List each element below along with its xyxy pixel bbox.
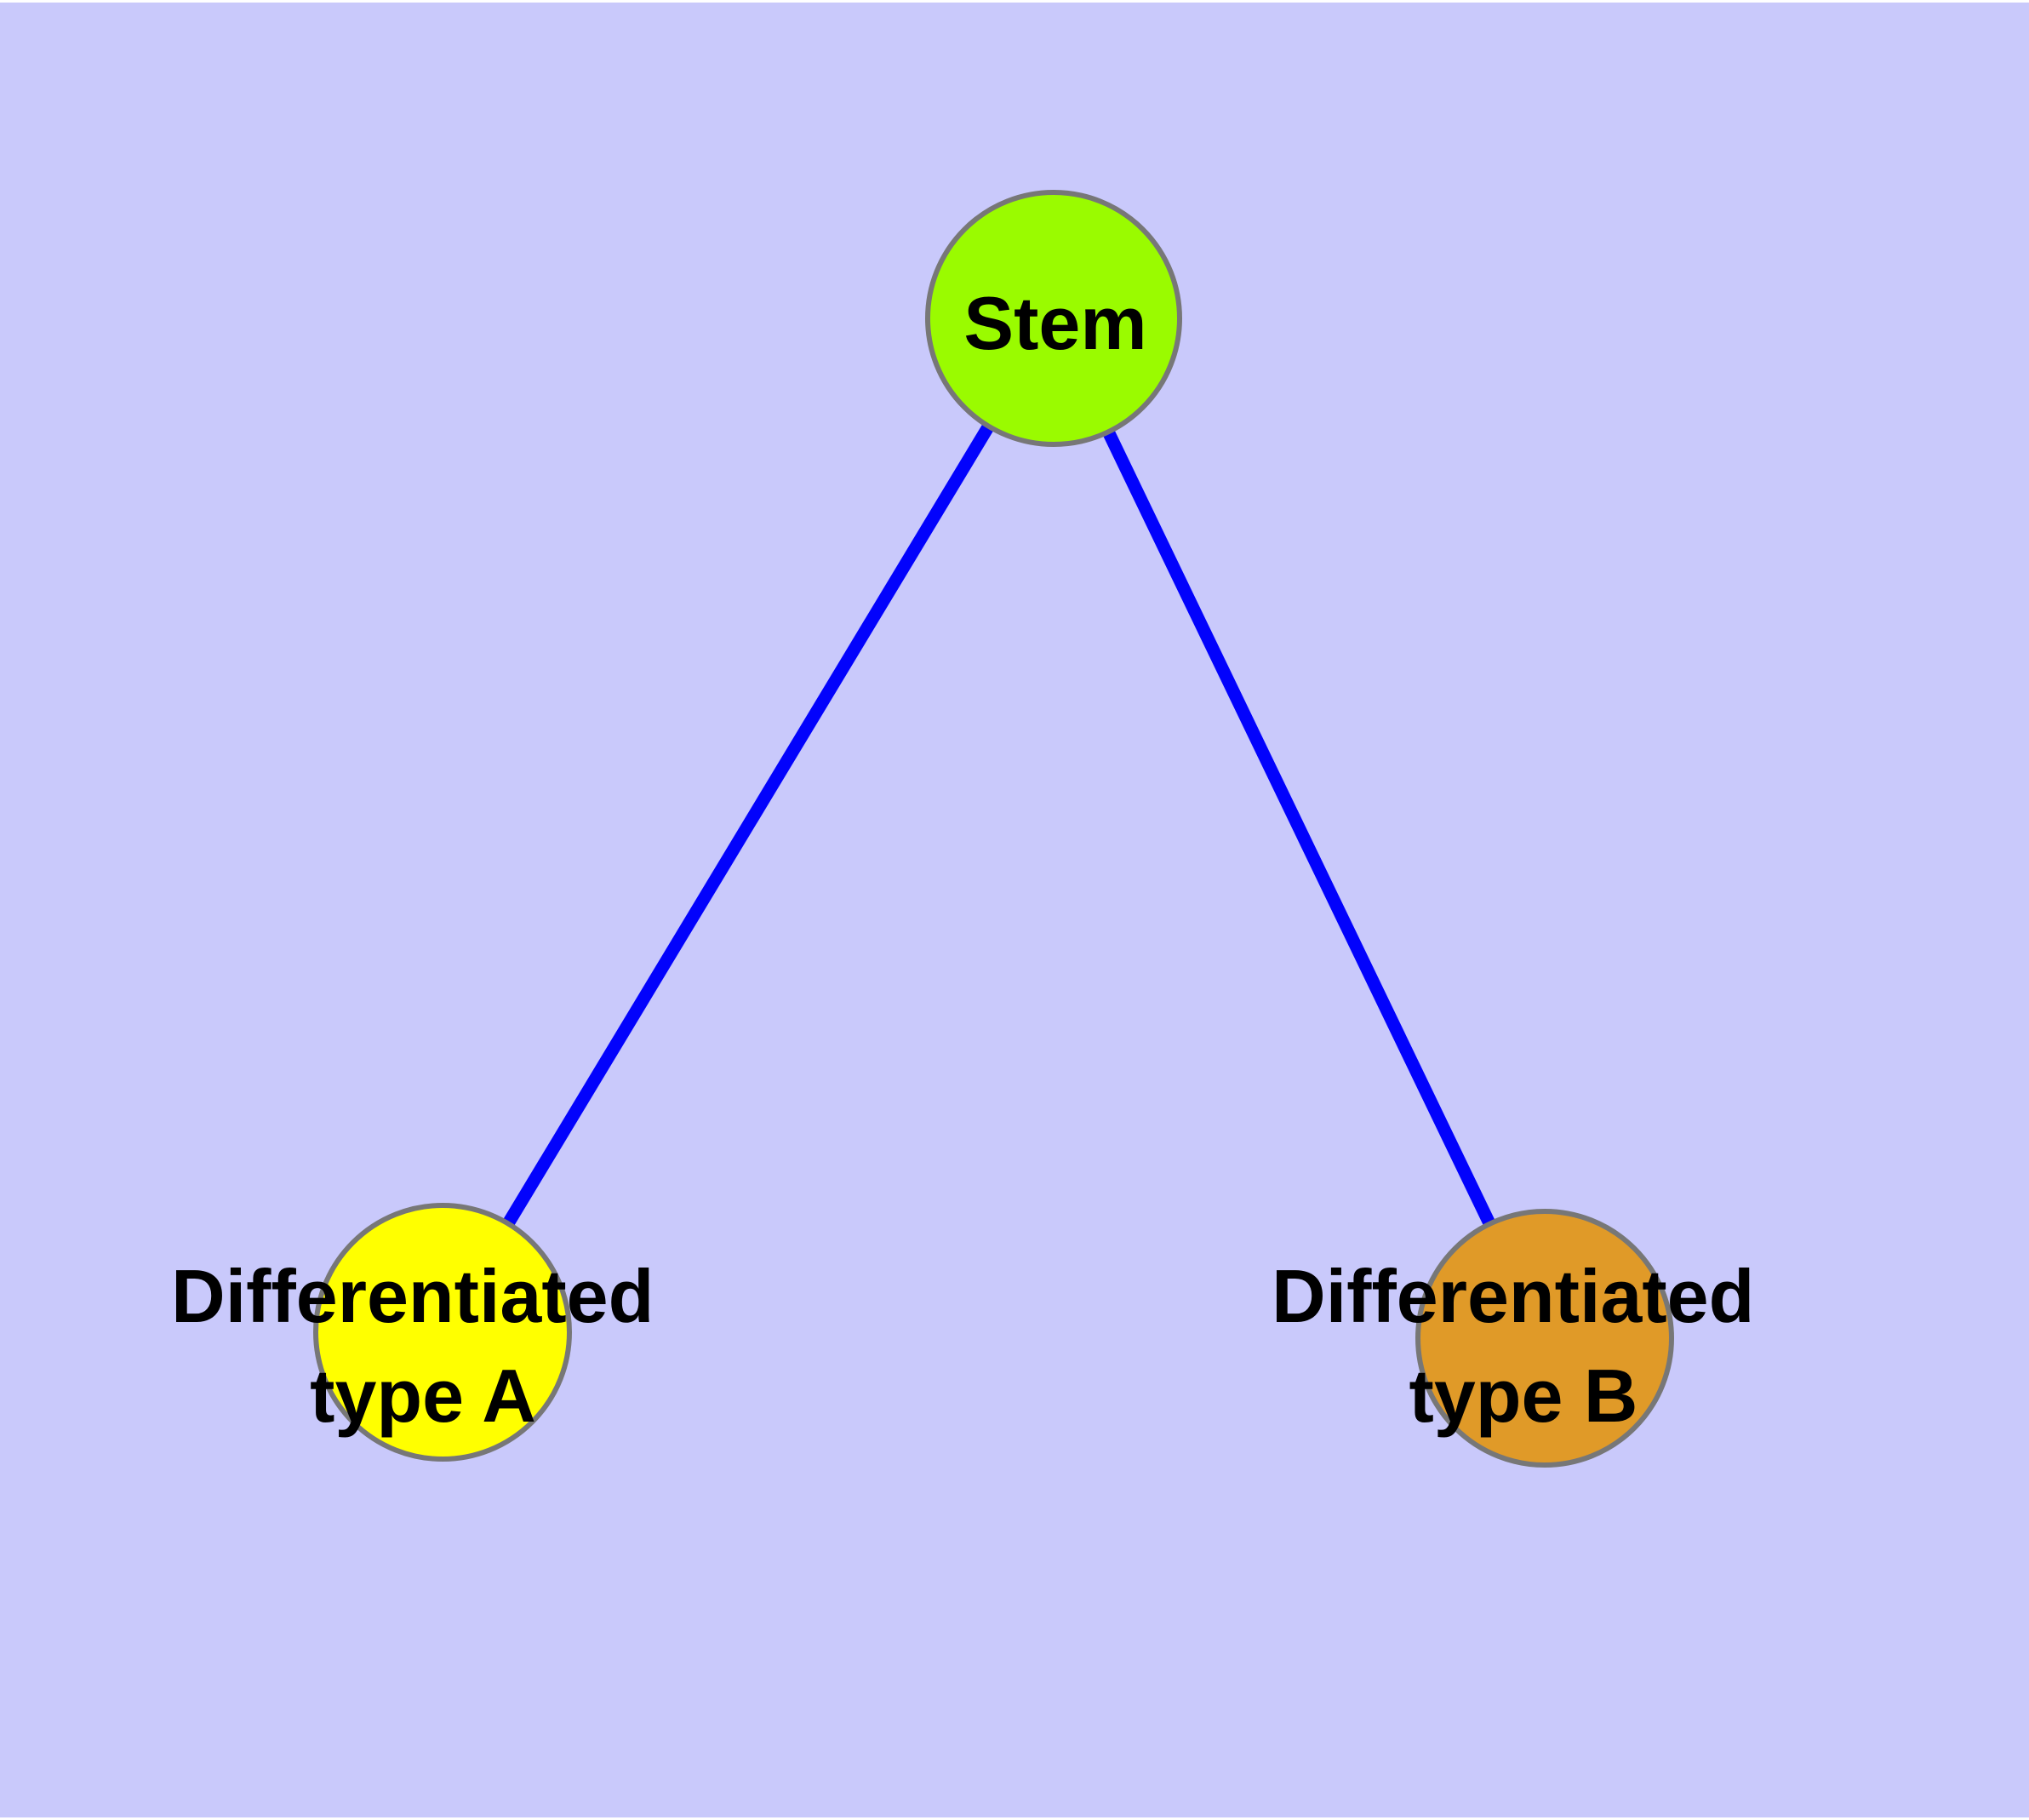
edge-stem-to-type-b: [1048, 315, 1551, 1342]
node-stem: [925, 190, 1182, 447]
node-label-differentiated-type-b: Differentiated type B: [1272, 1254, 1775, 1438]
node-label-differentiated-type-a-line1: Differentiated: [171, 1254, 654, 1338]
node-label-differentiated-type-a: Differentiated type A: [171, 1254, 675, 1438]
node-differentiated-type-a: [313, 1203, 572, 1462]
node-label-stem: Stem: [963, 281, 1146, 365]
node-differentiated-type-b: [1415, 1209, 1674, 1468]
node-label-differentiated-type-a-line2: type A: [310, 1354, 536, 1438]
node-label-differentiated-type-b-line2: type B: [1409, 1354, 1638, 1438]
node-label-differentiated-type-b-line1: Differentiated: [1272, 1254, 1754, 1338]
edge-stem-to-type-a: [437, 315, 1060, 1336]
